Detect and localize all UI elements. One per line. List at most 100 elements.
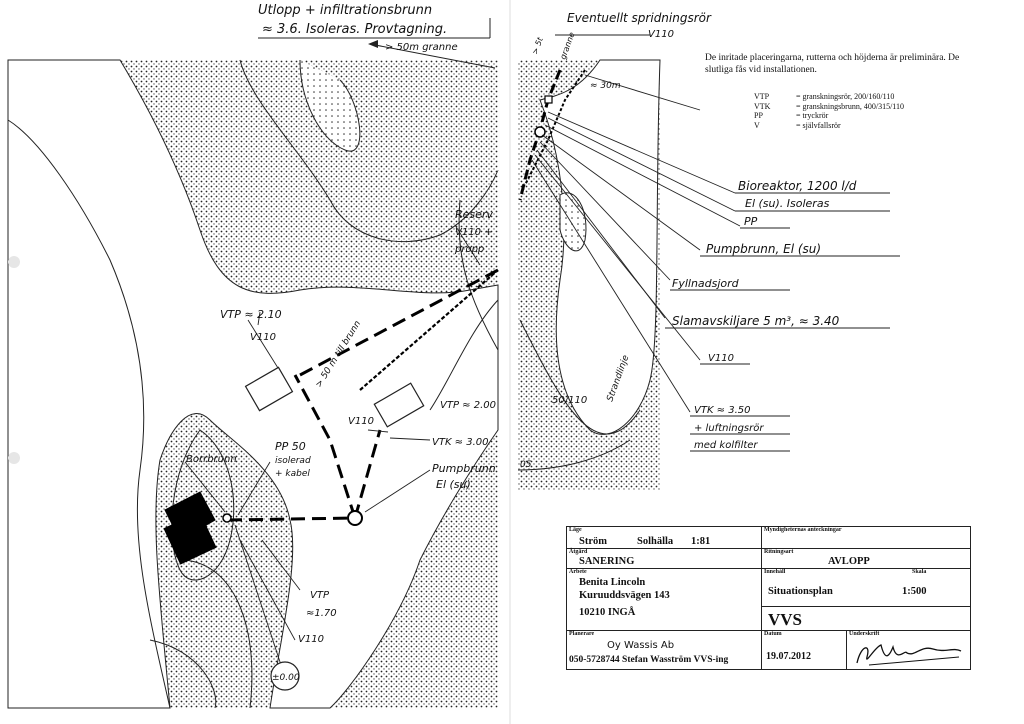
label-datum: Datum [764,631,782,637]
label-v110-right: V110 [708,353,734,364]
leader-lines-right [531,34,741,413]
zero-level-circle [270,661,300,691]
label-v110-b: V110 [348,416,374,427]
label-50-110: 50/110 [552,395,587,406]
label-underlines-right [665,192,900,452]
cell-myndighet: Myndigheternas anteckningar [762,527,970,549]
label-vtp-bottom-value: ≈1.70 [306,608,337,619]
label-isolerad: isolerad [275,456,311,466]
contour-05 [517,439,631,471]
label-underskrift: Underskrift [849,631,880,637]
label-kolfilter: med kolfilter [694,440,758,451]
legend-key: PP [754,111,763,120]
title-block: Läge Ström Solhälla 1:81 Myndigheternas … [566,526,971,670]
label-vtp-right: VTP ≈ 2.00 [440,400,496,411]
legend-row: VTK = granskningsbrunn, 400/315/110 [754,102,904,112]
arbete-postal: 10210 INGÅ [579,607,636,618]
datum-value: 19.07.2012 [766,651,811,662]
legend-row: VTP = granskningsrör, 200/160/110 [754,92,904,102]
shore-line-right [519,319,641,435]
label-pumpbrunn-right: Pumpbrunn, El (su) [706,242,821,256]
lage-nummer: 1:81 [691,536,711,547]
label-grans: > 5t [530,35,545,55]
pp-symbol [544,95,553,104]
binder-hole-bottom [8,452,20,464]
label-50m-granne: > 50m granne [385,42,458,53]
legend-key: VTP [754,92,770,101]
label-eventuellt: Eventuellt spridningsrör [567,11,712,25]
hill-contour-bottom [149,559,253,709]
label-el-isoleras: El (su). Isoleras [745,197,830,210]
atgard-value: SANERING [579,556,635,567]
header-arrow [369,43,496,69]
cell-atgard: Åtgärd SANERING [567,549,762,569]
pipe-route-main [227,268,499,522]
dotted-field-upper-right [420,60,498,230]
legend-key: VTK [754,101,771,111]
planerare-company: Oy Wassis Ab [607,640,675,651]
right-sheet: Eventuellt spridningsrör V110 > 5t grann… [517,11,900,490]
label-contour-05: 05 [520,460,532,470]
label-myndighet: Myndigheternas anteckningar [764,527,842,533]
cell-datum: Datum 19.07.2012 [762,631,847,669]
legend-value: = granskningsrör, 200/160/110 [796,92,895,101]
lage-ort: Ström [579,536,607,547]
planerare-contact: 050-5728744 Stefan Wasström VVS-ing [569,655,729,665]
label-slamavskiljare: Slamavskiljare 5 m³, ≈ 3.40 [672,314,840,328]
label-v110-a: V110 [250,332,276,343]
legend-value: = granskningsbrunn, 400/315/110 [796,101,904,111]
arbete-name: Benita Lincoln [579,577,646,588]
innehall-value: Situationsplan [768,586,833,597]
label-innehall: Innehåll [764,569,786,575]
land-area-right [539,59,661,435]
hill-contour-top [239,59,499,242]
label-fyllnadsjord: Fyllnadsjord [672,277,740,290]
pressure-pipe [359,269,499,391]
cell-planerare: Planerare Oy Wassis Ab 050-5728744 Stefa… [567,631,762,669]
label-arbete: Arbete [569,569,587,575]
label-reserv: Reserv [455,208,493,221]
legend-value: = självfallsrör [796,120,841,130]
preliminary-note: De inritade placeringarna, rutterna och … [705,53,960,75]
label-atgard: Åtgärd [569,549,588,555]
left-sheet: Utlopp + infiltrationsbrunn ≈ 3.6. Isole… [7,3,499,709]
legend-value: = tryckrör [796,111,829,120]
label-pp: PP [744,215,758,228]
skala-value: 1:500 [902,586,927,597]
abbreviation-legend: VTP = granskningsrör, 200/160/110 VTK = … [754,92,904,130]
label-kabel: + kabel [275,469,310,479]
cell-innehall: Innehåll Skala Situationsplan 1:500 [762,569,970,607]
label-planerare: Planerare [569,631,595,637]
tank-rectangle [373,382,425,428]
label-vtp-top: VTP ≈ 2.10 [220,308,282,321]
signature-image [856,644,962,666]
label-luftningsror: + luftningsrör [694,423,764,434]
label-lage: Läge [569,527,582,533]
label-reserv-propp: propp [454,244,484,255]
label-pumpbrunn: Pumpbrunn [432,462,496,475]
pump-well-symbol [347,510,363,526]
label-el-su: El (su) [436,478,471,491]
label-vtk: VTK ≈ 3.00 [432,437,489,448]
header-line1: Utlopp + infiltrationsbrunn [258,3,432,18]
label-borrbrunn: Borrbrunn [186,454,237,465]
label-skala: Skala [912,569,927,575]
left-shore-line [7,119,171,709]
label-zero-level: ±0.00 [272,673,300,683]
bioreactor-symbol [534,126,546,138]
pressure-pipe-right [524,69,586,186]
hill-contour-inner [299,59,361,152]
ritningsart-value: AVLOPP [828,556,870,567]
leader-lines-left [184,224,481,669]
house-annex [163,511,217,565]
arbete-address: Kuruuddsvägen 143 [579,590,670,601]
label-v110-top: V110 [648,29,674,40]
label-pp50: PP 50 [275,440,306,453]
cell-arbete: Arbete Benita Lincoln Kuruuddsvägen 143 … [567,569,762,631]
label-ritningsart: Ritningsart [764,549,794,555]
cell-vvs: VVS [762,607,970,631]
legend-row: PP = tryckrör [754,111,904,121]
label-reserv-v110: V110 + [455,227,493,238]
legend-row: V = självfallsrör [754,121,904,131]
